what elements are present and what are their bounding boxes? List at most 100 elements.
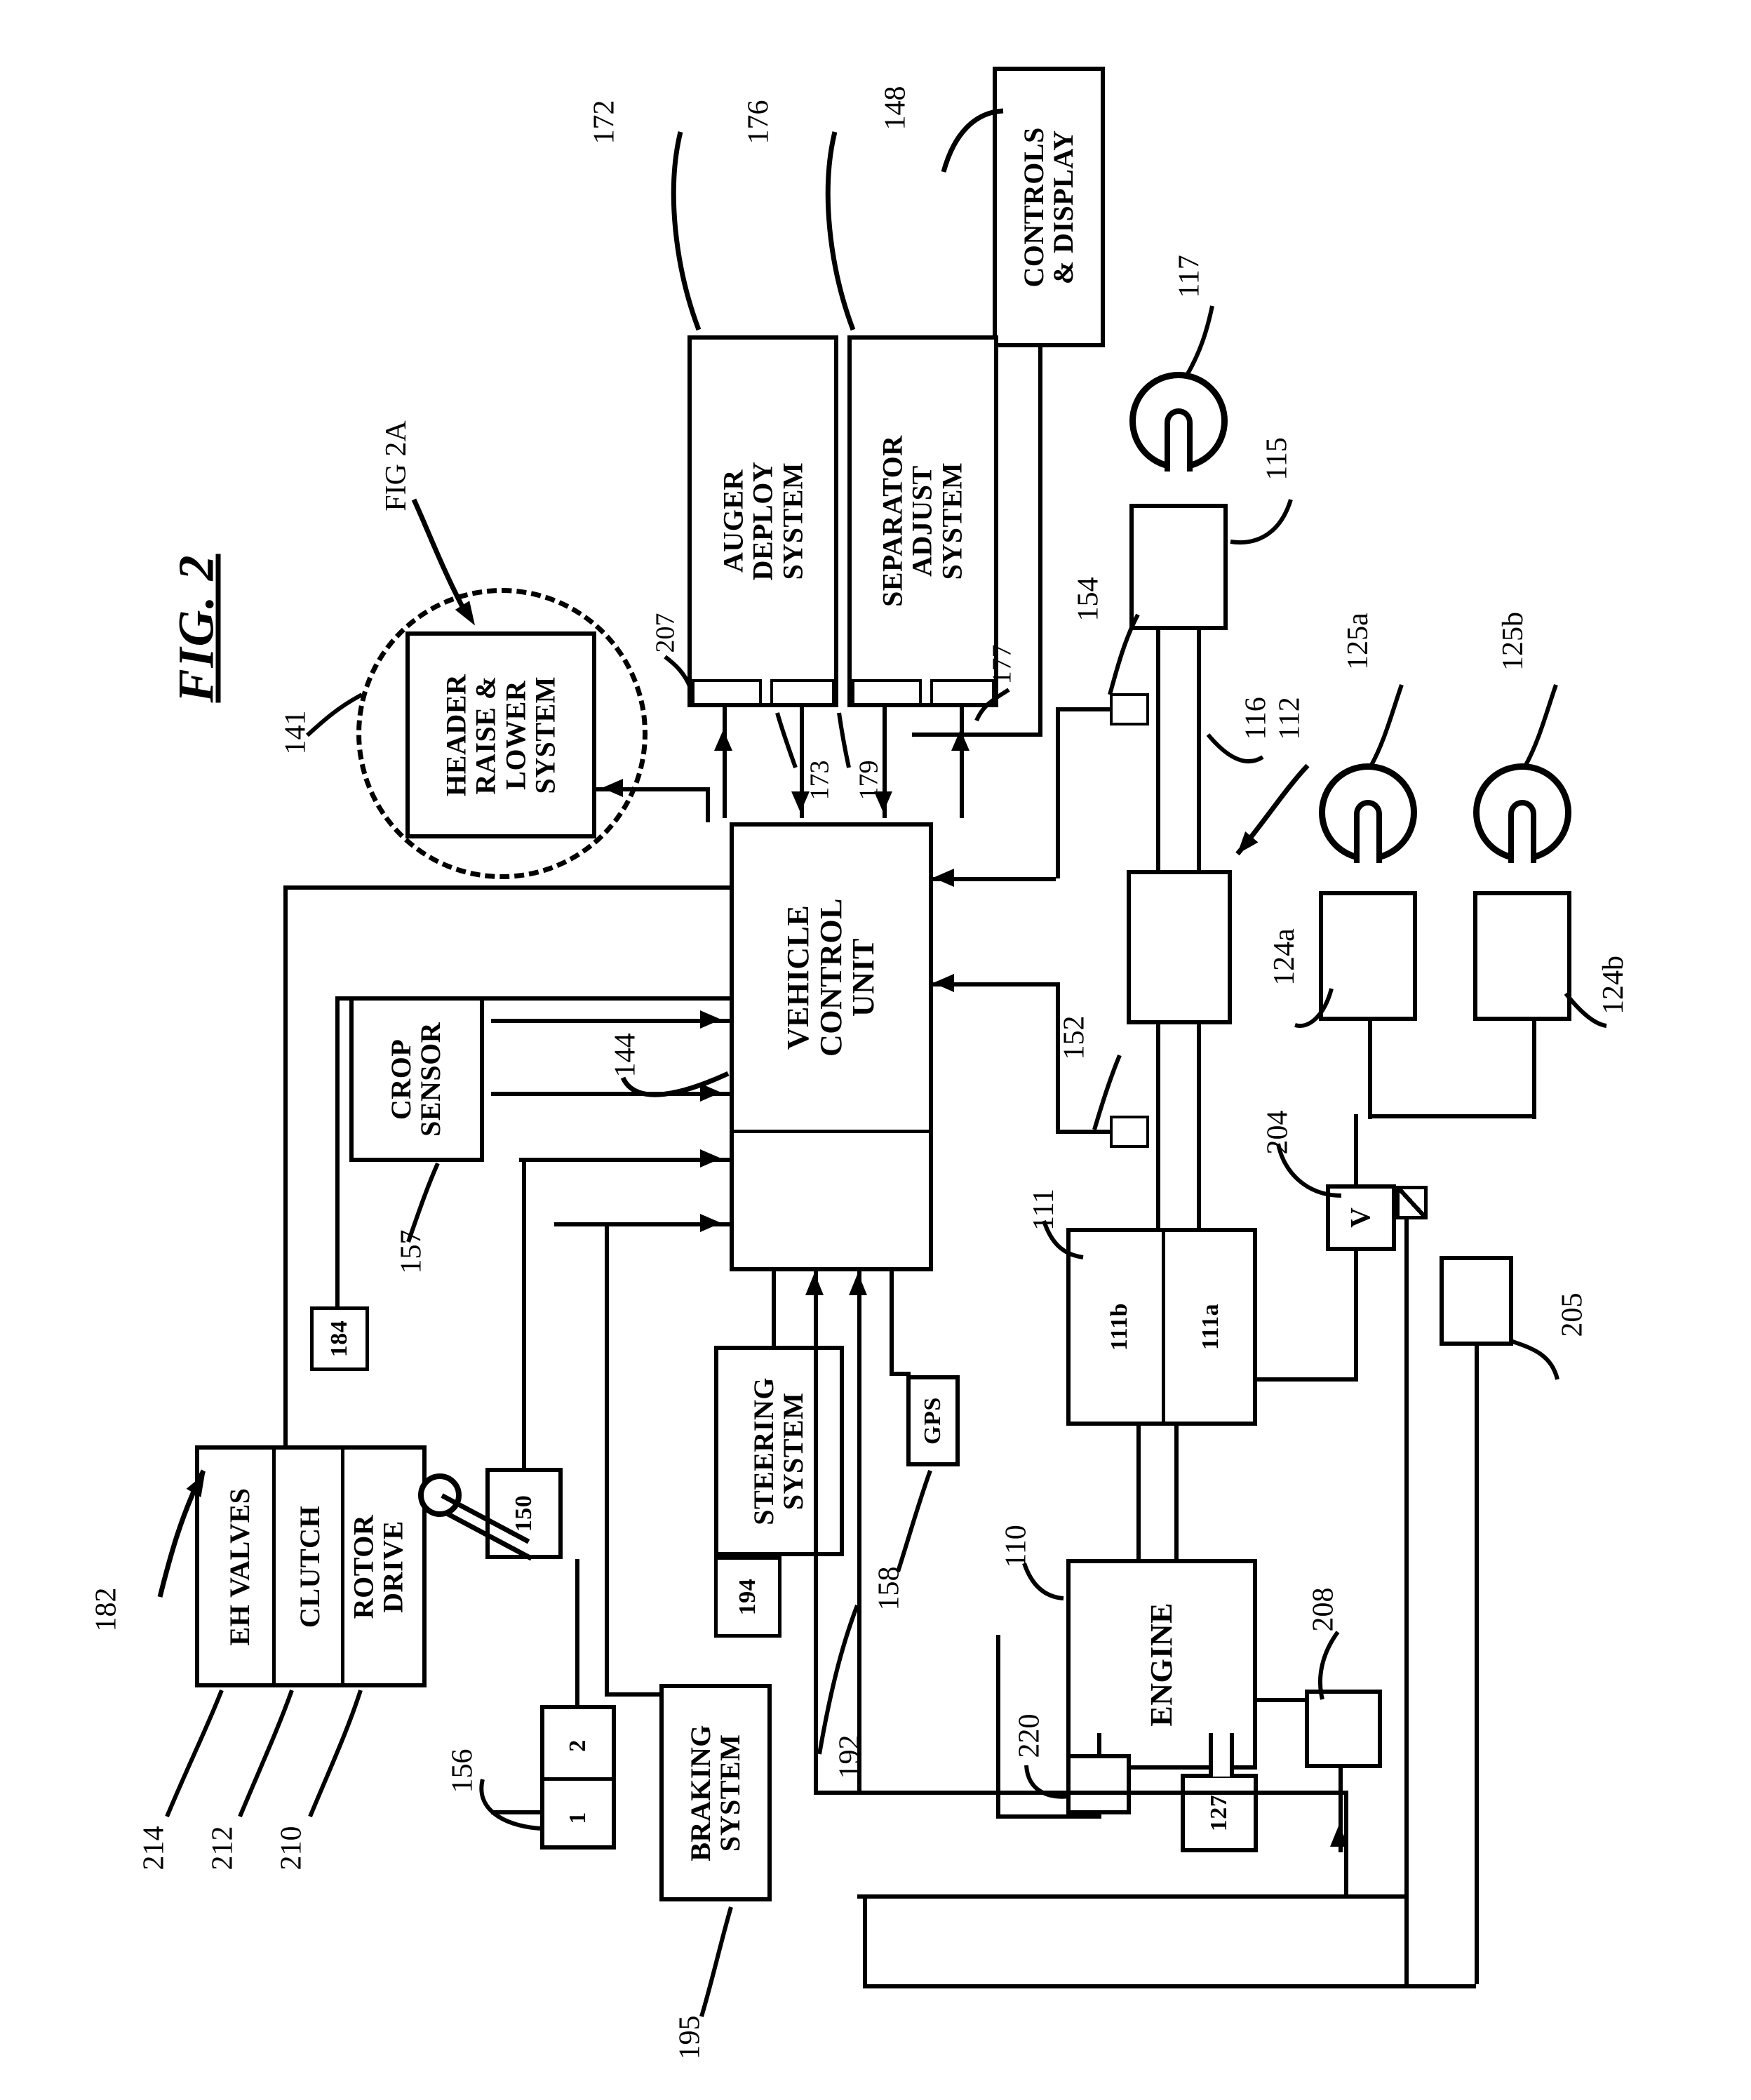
leader-157 <box>393 1158 456 1249</box>
line-steering-to-vcu <box>772 1271 776 1346</box>
controls-and-display-label: CONTROLS& DISPLAY <box>1017 126 1079 288</box>
clutch-label: CLUTCH <box>293 1505 326 1628</box>
box-194-label: 194 <box>734 1578 760 1616</box>
separator-subcell-1 <box>852 679 922 706</box>
line-127-to-engine <box>1209 1733 1234 1777</box>
box-112 <box>1127 870 1232 1024</box>
ref-117: 117 <box>1173 255 1206 298</box>
arrow-in-vcu-2 <box>700 1083 721 1102</box>
separator-subcell-2 <box>930 679 995 706</box>
leader-152 <box>1079 1051 1142 1135</box>
arrow-bus-1 <box>805 1273 824 1295</box>
box-150-label: 150 <box>510 1494 537 1532</box>
box-194: 194 <box>714 1556 781 1638</box>
box-150: 150 <box>485 1468 563 1559</box>
ref-207: 207 <box>650 613 680 653</box>
leader-156 <box>470 1768 547 1845</box>
leader-207 <box>658 653 700 695</box>
bus-line-1 <box>814 1271 818 1791</box>
leader-179 <box>826 709 876 772</box>
line-in-vcu-4 <box>554 1222 732 1226</box>
line-220-left-v <box>996 1635 1000 1817</box>
line-150-v <box>522 1158 526 1468</box>
arrow-left-header <box>602 779 623 797</box>
line-gps-in <box>890 1372 911 1376</box>
ref-208: 208 <box>1307 1587 1340 1632</box>
box-184: 184 <box>310 1306 369 1371</box>
line-208-to-engine <box>1257 1698 1308 1702</box>
line-valve-down <box>1354 1251 1358 1382</box>
box-124a <box>1319 891 1417 1021</box>
ref-182: 182 <box>90 1587 123 1632</box>
leader-fig2a <box>393 491 491 631</box>
leader-112 <box>1229 761 1313 867</box>
leader-125b <box>1508 681 1571 772</box>
line-auger-a <box>723 706 727 818</box>
return-bus-link <box>863 1894 867 1984</box>
leader-208 <box>1301 1628 1364 1705</box>
line-in-vcu-2 <box>491 1092 732 1096</box>
box-184-label: 184 <box>326 1320 352 1358</box>
drive-shaft-116 <box>1156 630 1201 870</box>
line-braking-left <box>605 1692 661 1697</box>
line-header-to-vcu <box>596 787 710 791</box>
leader-177 <box>968 684 1017 733</box>
figure-title: FIG. 2 <box>168 554 224 703</box>
ref-212: 212 <box>206 1826 239 1871</box>
valve-hatch-icon <box>1396 1186 1428 1219</box>
arrow-in-vcu-3 <box>700 1149 721 1168</box>
gps-block: GPS <box>906 1375 960 1466</box>
vcu-divider <box>730 1130 933 1133</box>
line-154-v <box>1056 707 1060 878</box>
leader-124b <box>1562 982 1611 1038</box>
arrow-in-vcu-1 <box>700 1010 721 1029</box>
engine-transmission-shaft <box>1136 1426 1179 1559</box>
line-valve-to-trans <box>1232 1377 1358 1382</box>
transmission-111b-label: 111b <box>1106 1302 1132 1351</box>
leader-110 <box>1017 1556 1073 1619</box>
return-bus-3 <box>863 1984 1476 1988</box>
engine-label: ENGINE <box>1143 1602 1179 1727</box>
wheel-117 <box>1129 372 1228 472</box>
line-selector-left <box>491 1810 544 1814</box>
return-bus-2 <box>857 1894 1406 1899</box>
leader-214 <box>147 1687 232 1821</box>
leader-115 <box>1226 491 1303 554</box>
arrow-up-separator-b <box>951 730 970 751</box>
line-group-to-bus-v <box>283 885 288 1445</box>
leader-172 <box>631 126 723 337</box>
sensor-box-154 <box>1110 693 1149 725</box>
ref-125b: 125b <box>1497 612 1529 671</box>
group-divider-2 <box>341 1445 344 1687</box>
return-bus-right-link <box>1344 1791 1348 1897</box>
eh-valves-label: EH VALVES <box>223 1487 255 1646</box>
group-divider-1 <box>272 1445 276 1687</box>
ref-177: 177 <box>987 644 1017 685</box>
box-208 <box>1305 1690 1382 1768</box>
leader-116 <box>1204 726 1267 782</box>
auger-subcell-1 <box>692 679 762 706</box>
box-115 <box>1129 504 1228 630</box>
arrow-bus-2 <box>849 1273 867 1295</box>
leader-141 <box>295 681 372 744</box>
line-separator-a <box>883 706 887 818</box>
line-152-left <box>1056 1130 1112 1134</box>
line-out-vcu-1 <box>933 877 1056 881</box>
line-valve-return <box>1404 1219 1409 1984</box>
line-separator-b <box>960 706 964 818</box>
line-124b-down <box>1532 1021 1536 1119</box>
ref-112: 112 <box>1273 697 1306 740</box>
line-braking-up <box>605 1222 609 1697</box>
line-208-down <box>1339 1768 1343 1852</box>
selector-divider <box>540 1777 616 1781</box>
arrow-out-vcu-2 <box>933 974 954 992</box>
